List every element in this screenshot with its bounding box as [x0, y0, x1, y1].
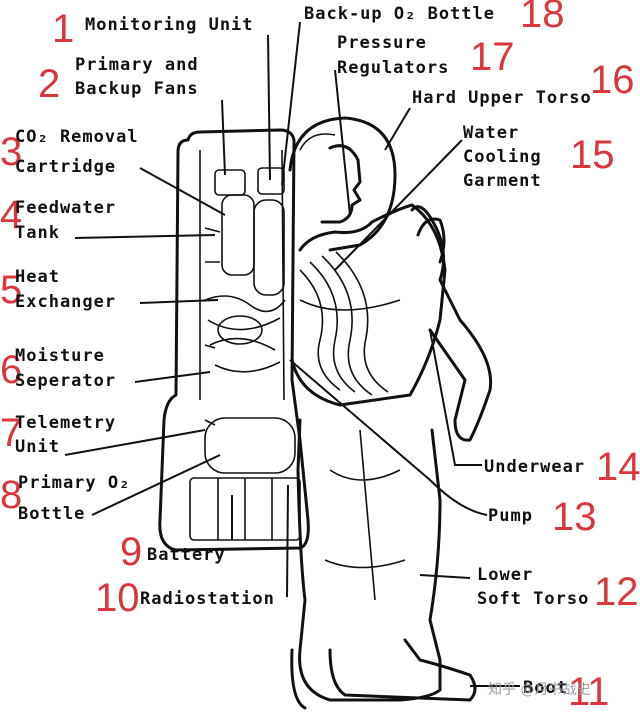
watermark: 知乎 @月书战史: [488, 681, 590, 698]
label-text-5b: Exchanger: [15, 292, 116, 312]
label-number-13: 13: [552, 495, 597, 539]
leader-3: [140, 168, 225, 215]
leader-10: [287, 485, 288, 597]
boot: [330, 640, 475, 700]
label-number-16: 16: [590, 58, 635, 102]
label-number-17: 17: [470, 35, 515, 79]
label-number-15: 15: [570, 133, 615, 177]
leader-1: [268, 35, 270, 180]
label-text-14: Underwear: [484, 457, 585, 477]
label-text-7a: Telemetry: [15, 413, 116, 433]
label-text-1: Monitoring Unit: [85, 15, 254, 35]
leader-14: [430, 330, 482, 465]
leader-17: [335, 70, 350, 215]
label-number-10: 10: [95, 576, 140, 620]
leader-12: [420, 575, 470, 578]
leader-5: [140, 300, 218, 303]
head-profile: [322, 146, 360, 222]
label-text-4b: Tank: [15, 223, 60, 243]
arm: [412, 207, 491, 440]
label-text-17b: Regulators: [337, 58, 449, 78]
label-number-2: 2: [38, 62, 60, 106]
label-number-1: 1: [52, 7, 74, 51]
label-number-14: 14: [596, 445, 640, 489]
label-text-3b: Cartridge: [15, 157, 116, 177]
backpack-outline: [160, 130, 309, 550]
cooling-garment-tubes: [300, 252, 400, 395]
label-text-13: Pump: [488, 506, 533, 526]
label-text-15a: Water: [463, 123, 519, 143]
label-text-15b: Cooling: [463, 147, 542, 167]
label-text-6a: Moisture: [15, 346, 105, 366]
label-text-7b: Unit: [15, 437, 60, 457]
label-text-2b: Backup Fans: [75, 79, 199, 99]
label-text-3a: CO₂ Removal: [15, 127, 139, 147]
leader-6: [135, 372, 210, 382]
label-text-8b: Bottle: [18, 504, 85, 524]
label-text-10: Radiostation: [140, 589, 275, 609]
label-text-5a: Heat: [15, 267, 60, 287]
label-text-12b: Soft Torso: [477, 589, 589, 609]
label-text-16: Hard Upper Torso: [412, 88, 592, 108]
label-text-8a: Primary O₂: [18, 473, 130, 493]
label-text-12a: Lower: [477, 565, 533, 585]
label-number-12: 12: [594, 570, 639, 614]
label-number-18: 18: [520, 0, 565, 36]
label-text-6b: Seperator: [15, 371, 116, 391]
label-number-9: 9: [120, 530, 142, 574]
label-text-18: Back-up O₂ Bottle: [304, 4, 495, 24]
leader-4: [75, 235, 215, 238]
leader-2: [222, 100, 225, 175]
label-text-15c: Garment: [463, 171, 542, 191]
label-text-2a: Primary and: [75, 55, 199, 75]
label-text-17a: Pressure: [337, 33, 427, 53]
leader-16: [385, 108, 410, 150]
label-text-4a: Feedwater: [15, 198, 116, 218]
leader-7: [65, 430, 205, 455]
leader-13: [290, 360, 487, 515]
label-text-9: Battery: [147, 545, 226, 565]
